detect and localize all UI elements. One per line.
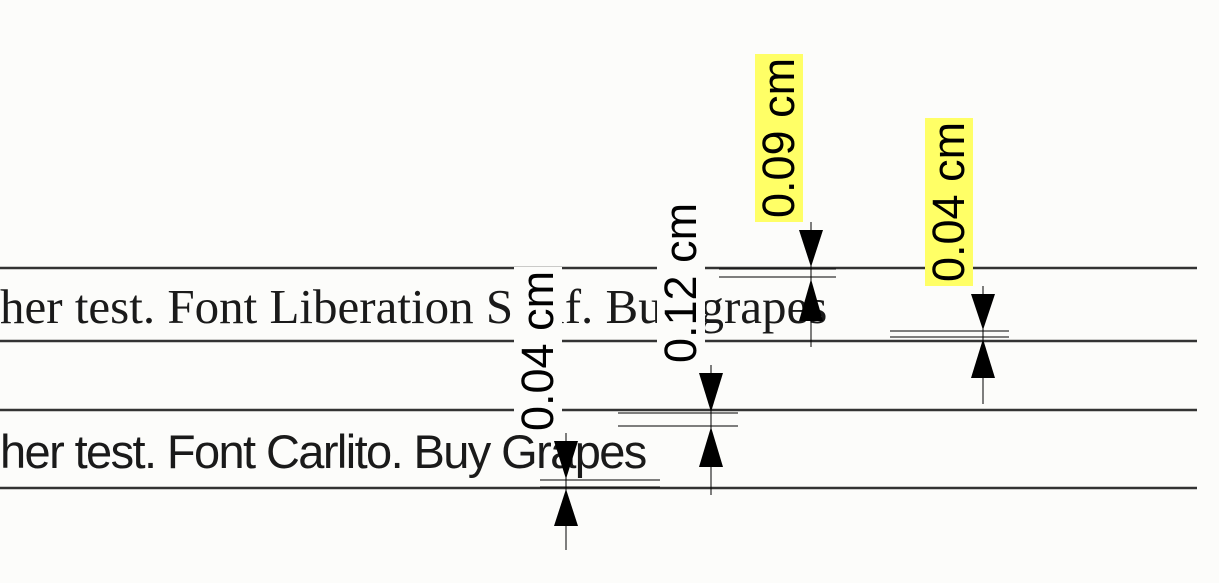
dimension-marker-d (890, 286, 1009, 404)
dimension-label-c: 0.09 cm (753, 53, 804, 222)
dimension-label-a: 0.04 cm (512, 266, 563, 435)
dimension-marker-b (618, 365, 738, 495)
dimension-marker-a (540, 433, 660, 550)
dimension-label-d: 0.04 cm (923, 117, 974, 286)
dimension-label-b: 0.12 cm (655, 198, 706, 367)
dimension-marker-c (719, 222, 836, 347)
